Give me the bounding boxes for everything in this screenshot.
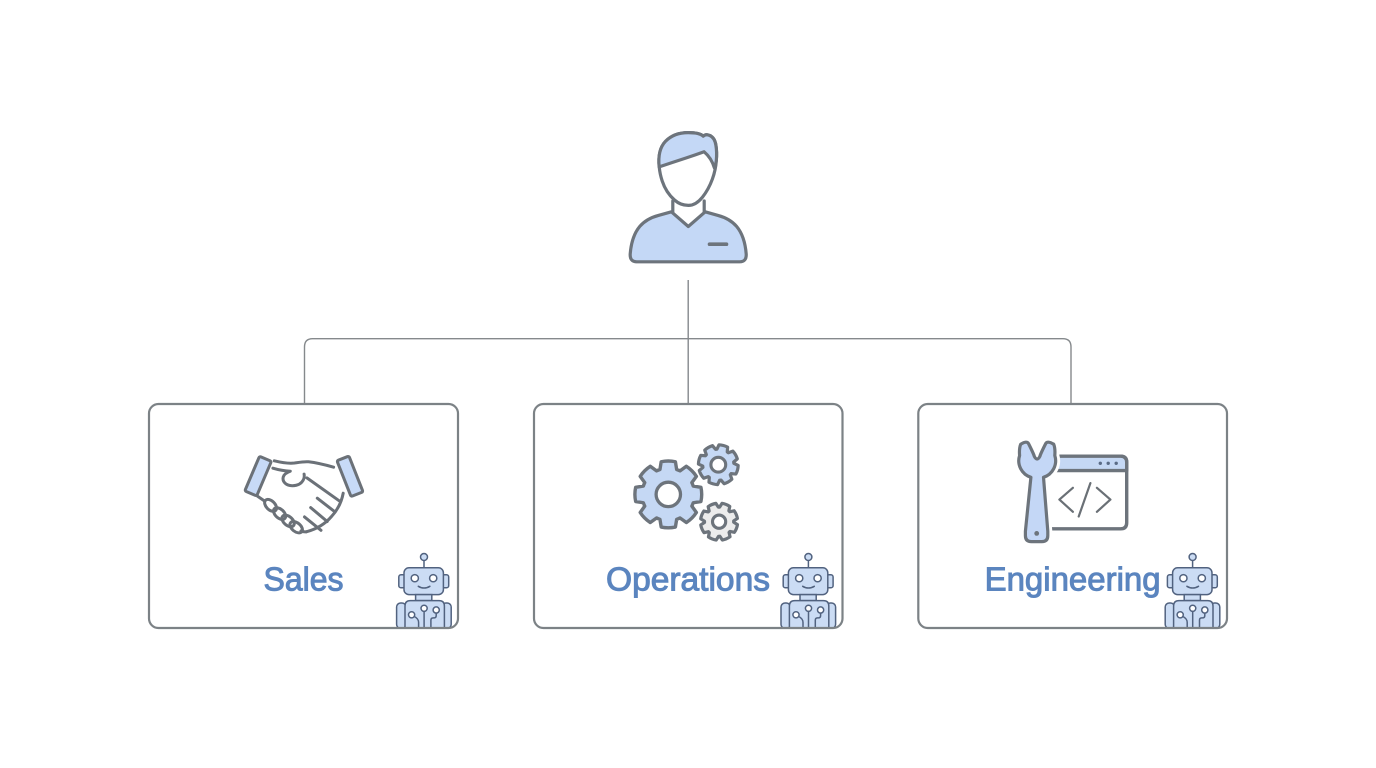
svg-text:Engineering: Engineering [985,561,1161,598]
svg-text:Operations: Operations [606,561,770,598]
svg-text:Sales: Sales [264,561,344,598]
